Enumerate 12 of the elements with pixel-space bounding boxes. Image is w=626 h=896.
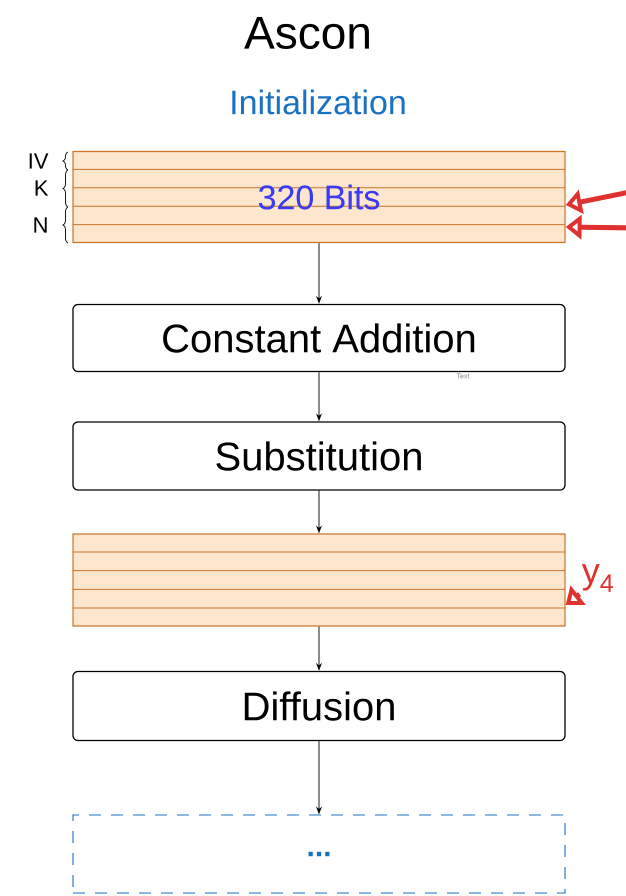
variable-label: y$_{4}$ (582, 564, 614, 592)
process-box: Constant Addition (72, 304, 566, 372)
field-label: K (36, 180, 48, 196)
register-box: 320 Bits (72, 150, 566, 244)
subtitle: Initialization (232, 90, 405, 114)
title: Ascon (244, 16, 369, 50)
field-label: N (34, 217, 47, 233)
field-label: IV (30, 153, 48, 169)
register-box (72, 533, 566, 627)
process-box: Substitution (72, 421, 566, 491)
dashed-box: ... (72, 814, 566, 894)
process-box: Diffusion (72, 670, 566, 742)
